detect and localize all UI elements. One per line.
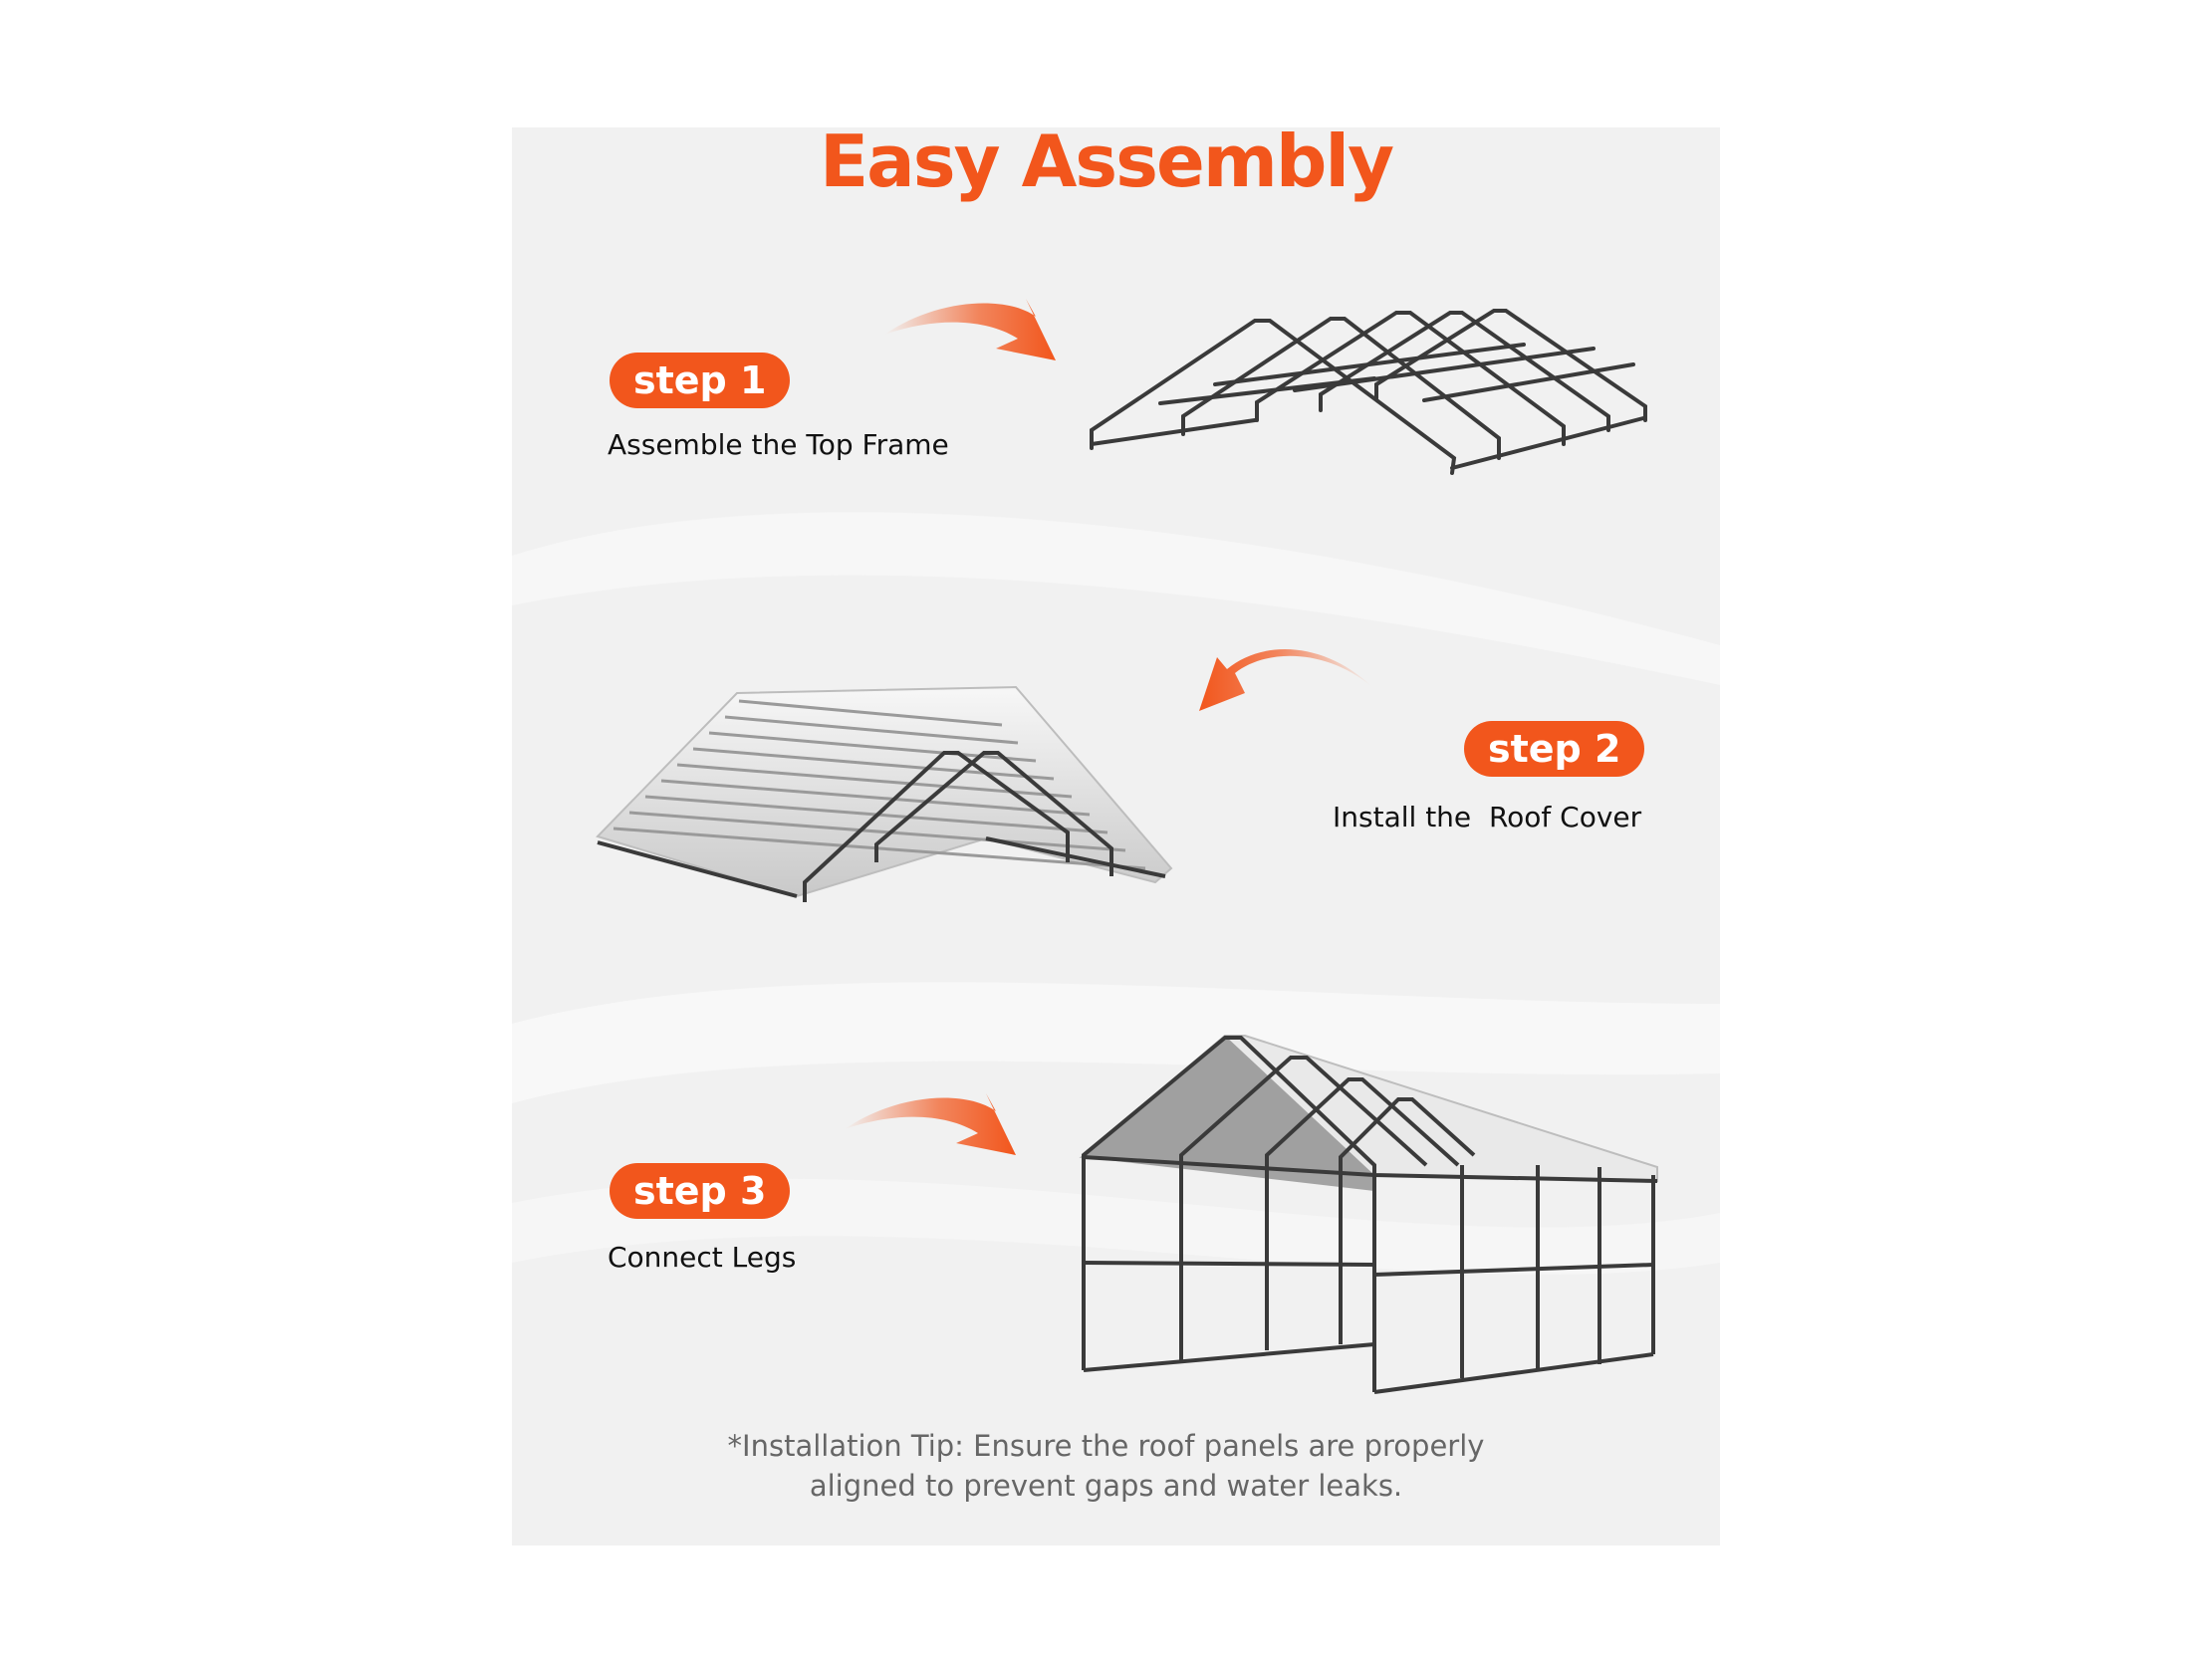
step-1-label: Assemble the Top Frame: [608, 428, 949, 461]
installation-tip: *Installation Tip: Ensure the roof panel…: [0, 1426, 2212, 1506]
page-title: Easy Assembly: [819, 119, 1394, 203]
top-frame-illustration: [1090, 309, 1647, 475]
step-2-badge: step 2: [1464, 721, 1645, 777]
roof-cover-illustration: [596, 685, 1173, 902]
curved-arrow-right-icon: [884, 299, 1056, 360]
carport-illustration: [1079, 1035, 1658, 1394]
curved-arrow-right-icon: [845, 1093, 1016, 1155]
tip-line-2: aligned to prevent gaps and water leaks.: [809, 1469, 1403, 1503]
curved-arrow-left-icon: [1199, 649, 1372, 711]
step-1-badge: step 1: [610, 353, 791, 408]
tip-line-1: *Installation Tip: Ensure the roof panel…: [727, 1429, 1485, 1463]
step-2-label: Install the Roof Cover: [1333, 801, 1642, 833]
step-3-badge: step 3: [610, 1163, 791, 1219]
step-3-label: Connect Legs: [608, 1241, 797, 1274]
background-swooshes: [512, 512, 1720, 1275]
